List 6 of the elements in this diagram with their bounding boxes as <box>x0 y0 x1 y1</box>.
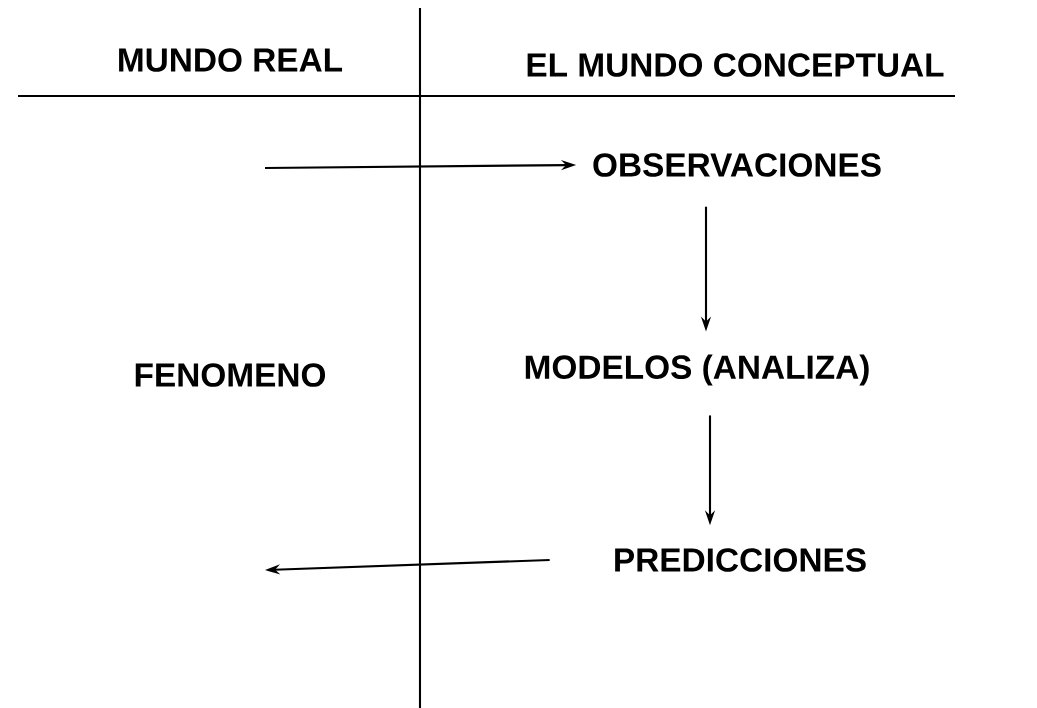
phenomenon-text: FENOMENO <box>135 363 326 387</box>
heading-text: MUNDO REAL <box>119 48 343 72</box>
step-text: MODELOS (ANALIZA) <box>525 354 869 386</box>
heading-text: EL MUNDO CONCEPTUAL <box>527 53 944 77</box>
step-text: OBSERVACIONES <box>593 153 881 177</box>
step-text: PREDICCIONES <box>615 548 866 572</box>
